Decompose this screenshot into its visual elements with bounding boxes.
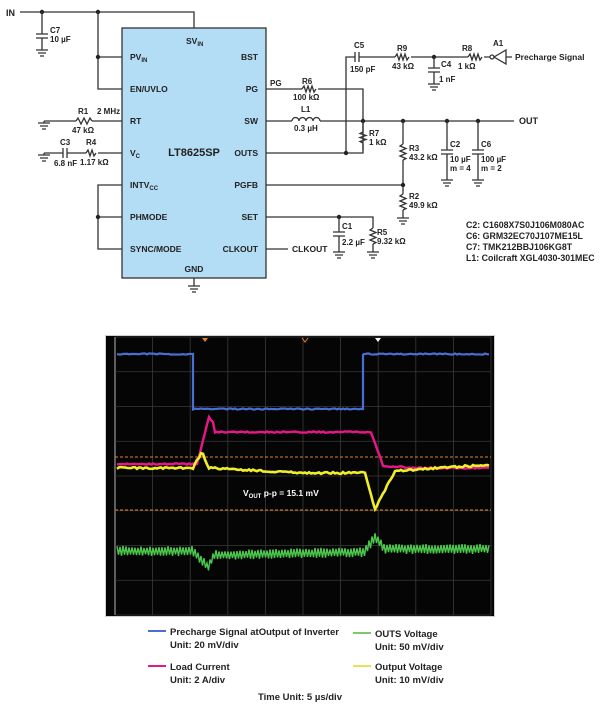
legend-label: OUTS Voltage [375,629,438,640]
legend-output-voltage: Output Voltage Unit: 10 mV/div [353,661,444,687]
c1-value: 2.2 µF [342,238,365,247]
r5-value: 9.32 kΩ [377,237,406,246]
legend-swatch-blue [148,630,166,632]
pin-set: SET [241,212,258,222]
c2-mult: m = 4 [450,164,471,173]
c3-value: 6.8 nF [54,159,77,168]
legend-unit: Unit: 20 mV/div [170,639,339,652]
r6-value: 100 kΩ [293,93,320,102]
c6-mult: m = 2 [481,164,502,173]
pin-bst: BST [241,52,259,62]
pin-sync-mode: SYNC/MODE [130,244,182,254]
r9-ref: R9 [397,44,408,53]
r2-value: 49.9 kΩ [409,201,438,210]
r8-value: 1 kΩ [458,62,476,71]
parts-list: C2: C1608X7S0J106M080AC C6: GRM32EC70J10… [466,220,595,264]
pin-clkout: CLKOUT [223,244,259,254]
rt-frequency: 2 MHz [97,107,120,116]
pin-outs: OUTS [234,148,258,158]
r8-ref: R8 [462,44,473,53]
c5-ref: C5 [354,41,365,50]
pin-pgfb: PGFB [234,180,258,190]
l1-ref: L1 [301,105,311,114]
r1-ref: R1 [78,107,89,116]
legend-outs-voltage: OUTS Voltage Unit: 50 mV/div [353,628,444,654]
r9-value: 43 kΩ [392,62,415,71]
inverter-a1-icon [494,50,512,64]
legend-unit: Unit: 10 mV/div [375,674,444,687]
net-in-label: IN [6,8,15,18]
net-precharge-label: Precharge Signal [515,52,584,62]
c6-value: 100 µF [481,155,506,164]
c7-ref: C7 [50,26,61,35]
pin-rt: RT [130,116,142,126]
c4-value: 1 nF [439,75,456,84]
pin-gnd: GND [185,264,204,274]
legend-precharge: Precharge Signal atOutput of Inverter Un… [148,626,339,652]
parts-list-item: L1: Coilcraft XGL4030-301MEC [466,253,595,264]
c1-ref: C1 [342,222,353,231]
ic-name: LT8625SP [168,147,220,159]
legend-label: Precharge Signal atOutput of Inverter [170,627,339,638]
parts-list-item: C6: GRM32EC70J107ME15L [466,231,595,242]
r3-ref: R3 [409,144,420,153]
r1-value: 47 kΩ [72,126,95,135]
c4-ref: C4 [441,60,452,69]
c7-value: 10 µF [50,35,71,44]
c2-ref: C2 [450,140,461,149]
legend-swatch-green [353,632,371,634]
c5-value: 150 pF [350,65,375,74]
r7-ref: R7 [369,129,380,138]
r4-ref: R4 [86,138,97,147]
legend-label: Output Voltage [375,662,442,673]
net-clkout-label: CLKOUT [292,244,328,254]
r7-value: 1 kΩ [369,138,387,147]
r3-value: 43.2 kΩ [409,153,438,162]
wire-in [20,12,194,28]
legend-unit: Unit: 50 mV/div [375,641,444,654]
pin-phmode: PHMODE [130,212,168,222]
a1-ref: A1 [493,39,504,48]
r4-value: 1.17 kΩ [80,158,109,167]
legend-swatch-yellow [353,665,371,667]
c3-ref: C3 [60,138,71,147]
l1-value: 0.3 µH [294,124,318,133]
oscilloscope-capture: VOUT p-p = 15.1 mV [105,335,495,617]
r2-ref: R2 [409,192,420,201]
legend-unit: Unit: 2 A/div [170,674,230,687]
net-pg-label: PG [270,79,282,88]
net-out-label: OUT [519,116,539,126]
pin-sw: SW [244,116,259,126]
c2-value: 10 µF [450,155,471,164]
legend-label: Load Current [170,662,230,673]
legend-swatch-pink [148,665,166,667]
parts-list-item: C7: TMK212BBJ106KG8T [466,242,595,253]
legend-load-current: Load Current Unit: 2 A/div [148,661,230,687]
c6-ref: C6 [481,140,492,149]
r6-ref: R6 [302,77,313,86]
r5-ref: R5 [377,228,388,237]
parts-list-item: C2: C1608X7S0J106M080AC [466,220,595,231]
time-unit-label: Time Unit: 5 µs/div [0,692,600,703]
pin-en-uvlo: EN/UVLO [130,84,168,94]
pin-pg: PG [246,84,259,94]
